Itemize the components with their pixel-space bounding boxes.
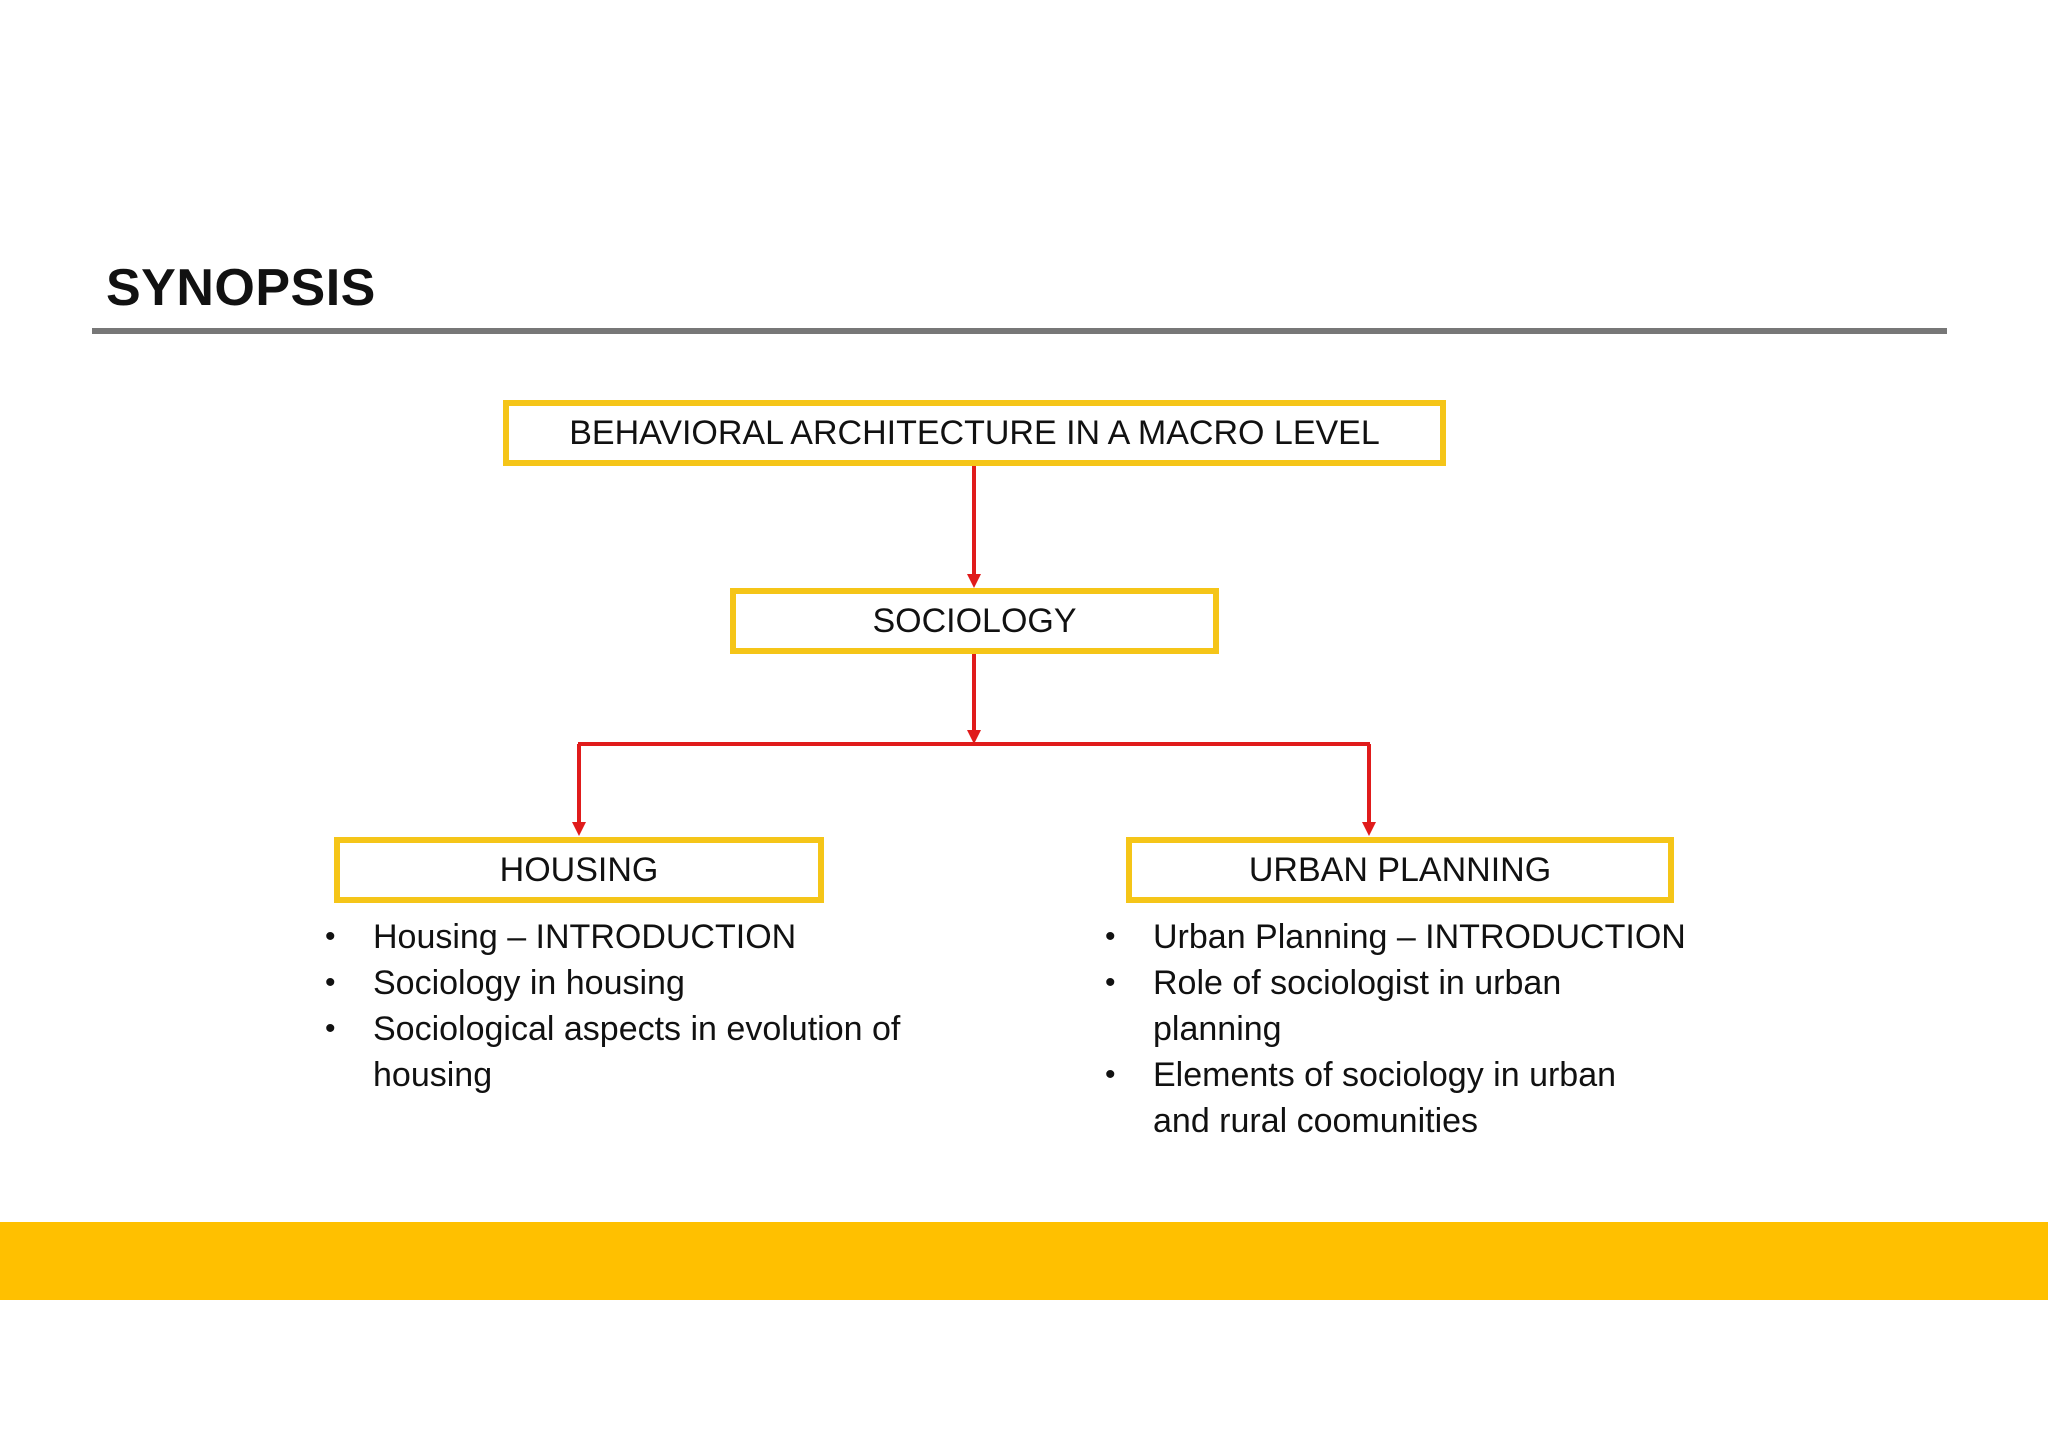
urban-planning-bullet-item: Elements of sociology in urban and rural… — [1105, 1052, 1623, 1144]
sociology-node-box: SOCIOLOGY — [730, 588, 1219, 654]
urban-planning-node-box: URBAN PLANNING — [1126, 837, 1674, 903]
footer-band — [0, 1222, 2048, 1300]
urban-planning-node-label: URBAN PLANNING — [1248, 850, 1552, 889]
arrowhead-urban-planning — [1362, 822, 1376, 836]
urban-planning-bullet-list: Urban Planning – INTRODUCTION Role of so… — [1105, 914, 1705, 1144]
arrowhead-housing — [572, 822, 586, 836]
housing-node-box: HOUSING — [334, 837, 824, 903]
housing-node-label: HOUSING — [499, 850, 659, 889]
arrowhead-split — [967, 730, 981, 744]
arrowhead-sociology — [967, 574, 981, 588]
housing-bullet-item: Sociology in housing — [325, 960, 925, 1006]
root-node-box: BEHAVIORAL ARCHITECTURE IN A MACRO LEVEL — [503, 400, 1446, 466]
housing-bullet-item: Housing – INTRODUCTION — [325, 914, 925, 960]
sociology-node-label: SOCIOLOGY — [872, 601, 1077, 640]
urban-planning-bullet-item: Urban Planning – INTRODUCTION — [1105, 914, 1705, 960]
root-node-label: BEHAVIORAL ARCHITECTURE IN A MACRO LEVEL — [569, 413, 1380, 452]
urban-planning-bullet-item: Role of sociologist in urban planning — [1105, 960, 1623, 1052]
housing-bullet-list: Housing – INTRODUCTION Sociology in hous… — [325, 914, 925, 1098]
slide-title: SYNOPSIS — [106, 259, 376, 317]
title-divider — [92, 328, 1947, 334]
housing-bullet-item: Sociological aspects in evolution of hou… — [325, 1006, 925, 1098]
